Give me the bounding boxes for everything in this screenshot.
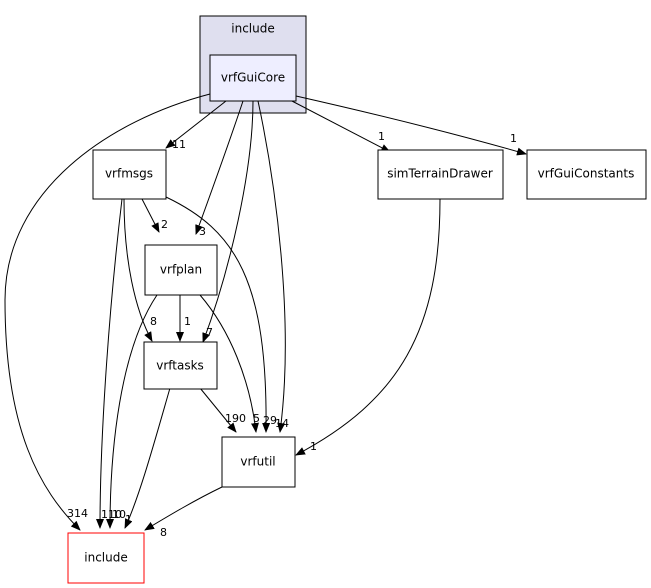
edge-msgs-plan[interactable] xyxy=(141,198,160,233)
node-label: simTerrainDrawer xyxy=(387,167,493,181)
edge-label-util-inc: 8 xyxy=(160,526,167,539)
edge-label-terrain-util: 1 xyxy=(310,440,317,453)
edge-tasks-inc[interactable] xyxy=(124,387,171,529)
node-vrfutil[interactable]: vrfutil xyxy=(221,436,296,488)
edge-msgs-inc[interactable] xyxy=(96,198,123,529)
node-simterraindrawer[interactable]: simTerrainDrawer xyxy=(377,149,504,200)
edge-labels: 11 1 1 3 7 14 314 2 8 29 110 1 5 10 190 … xyxy=(67,130,517,539)
edge-label-msgs-plan: 2 xyxy=(161,218,168,231)
edge-core-inc[interactable] xyxy=(4,93,211,531)
edge-plan-inc[interactable] xyxy=(106,294,158,529)
edge-core-terrain[interactable] xyxy=(289,99,391,153)
edge-core-util[interactable] xyxy=(257,100,286,433)
edge-tasks-util[interactable] xyxy=(199,387,237,433)
edge-core-tasks[interactable] xyxy=(202,100,254,343)
edge-label-core-consts: 1 xyxy=(510,132,517,145)
node-label: vrfplan xyxy=(160,263,202,277)
edge-util-inc[interactable] xyxy=(144,486,223,531)
edge-core-msgs[interactable] xyxy=(165,100,227,149)
node-label: include xyxy=(84,551,127,565)
node-vrfplan[interactable]: vrfplan xyxy=(144,244,218,296)
edge-terrain-util[interactable] xyxy=(295,198,441,456)
edge-label-tasks-inc: 1 xyxy=(125,513,132,526)
node-vrfmsgs[interactable]: vrfmsgs xyxy=(92,149,167,200)
node-label: vrfGuiConstants xyxy=(538,167,635,181)
cluster-label: include xyxy=(231,22,274,36)
node-label: vrfutil xyxy=(240,455,275,469)
node-include-external[interactable]: include xyxy=(67,532,145,584)
node-vrfguiconstants[interactable]: vrfGuiConstants xyxy=(526,149,647,200)
edge-msgs-util[interactable] xyxy=(165,196,271,433)
edge-label-msgs-util: 29 xyxy=(263,414,277,427)
edge-label-msgs-inc: 110 xyxy=(101,508,122,521)
node-label: vrfGuiCore xyxy=(221,71,285,85)
edge-label-core-tasks: 7 xyxy=(206,326,213,339)
edge-plan-util[interactable] xyxy=(199,294,259,433)
edge-core-plan[interactable] xyxy=(195,100,244,235)
edge-label-msgs-tasks: 8 xyxy=(150,315,157,328)
node-label: vrftasks xyxy=(156,359,204,373)
edge-label-plan-inc: 10 xyxy=(112,508,126,521)
edge-label-core-plan: 3 xyxy=(199,225,206,238)
edge-label-tasks-util: 190 xyxy=(225,412,246,425)
edge-label-core-util: 14 xyxy=(275,417,289,430)
edge-label-plan-tasks: 1 xyxy=(184,315,191,328)
edge-label-plan-util: 5 xyxy=(253,412,260,425)
edge-label-core-terrain: 1 xyxy=(378,130,385,143)
node-vrftasks[interactable]: vrftasks xyxy=(143,341,218,390)
edge-label-core-inc: 314 xyxy=(67,507,88,520)
edge-label-core-msgs: 11 xyxy=(172,138,186,151)
node-label: vrfmsgs xyxy=(105,167,153,181)
node-vrfguicore[interactable]: vrfGuiCore xyxy=(209,54,297,102)
edge-core-consts[interactable] xyxy=(295,95,527,156)
edge-msgs-tasks[interactable] xyxy=(123,198,153,342)
edges xyxy=(4,93,527,531)
